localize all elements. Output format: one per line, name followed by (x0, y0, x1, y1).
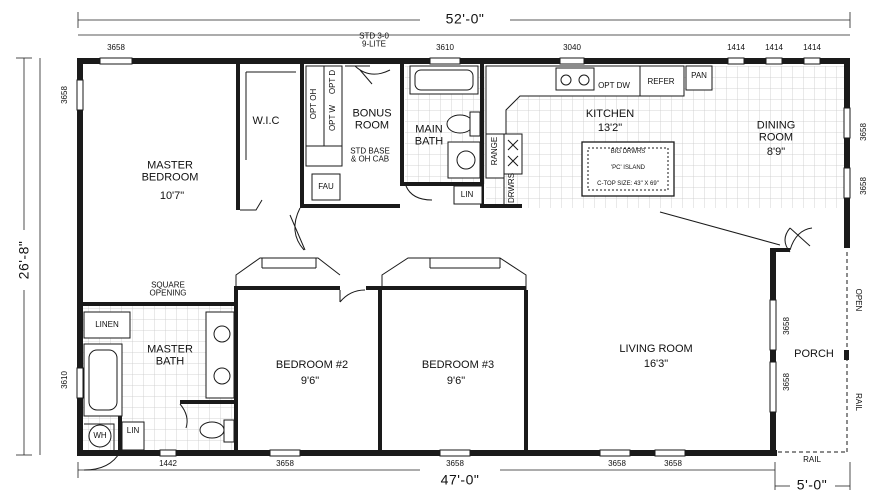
label-opt-dw: OPT DW (598, 80, 630, 90)
room-living: LIVING ROOM (619, 343, 693, 356)
label-square-opening: SQUARE OPENING (149, 280, 187, 298)
label-fau: FAU (318, 181, 334, 191)
room-bedroom-3: BEDROOM #3 (421, 359, 495, 372)
label-rail-side: RAIL (854, 393, 864, 411)
window-label-left-3610: 3610 (59, 371, 69, 389)
overall-depth-dimension: 26'-8" (15, 240, 32, 280)
porch-width-dimension: 5'-0" (796, 476, 828, 493)
label-island-name: 'PC' ISLAND (611, 164, 645, 171)
room-master-bedroom-size: 10'7" (159, 190, 185, 203)
porch-post (844, 350, 849, 360)
window-label-porch-3658-b: 3658 (781, 373, 791, 391)
label-open: OPEN (854, 288, 864, 312)
window-label-bottom-3658-c: 3658 (608, 458, 626, 468)
room-dining: DINING ROOM (756, 119, 796, 143)
label-opt-oh: OPT OH (308, 88, 318, 120)
label-lin-main: LIN (460, 189, 474, 199)
window-label-porch-3658-a: 3658 (781, 317, 791, 335)
label-drwrs: DRWRS (506, 172, 516, 204)
window-label-right-3658-b: 3658 (858, 177, 868, 195)
room-master-bedroom: MASTER BEDROOM (141, 159, 199, 183)
room-master-bath: MASTER BATH (147, 343, 193, 367)
interior-walls (78, 62, 528, 452)
window-label-right-3658-a: 3658 (858, 123, 868, 141)
label-std-base: STD BASE & OH CAB (350, 146, 390, 164)
window-label-bottom-1442: 1442 (159, 458, 177, 468)
window-marks (76, 57, 851, 457)
room-kitchen-size: 13'2" (597, 122, 623, 135)
room-bedroom-3-size: 9'6" (446, 375, 466, 388)
room-main-bath: MAIN BATH (414, 123, 444, 147)
label-rail-bottom: RAIL (803, 454, 821, 464)
label-opt-w: OPT W (327, 104, 337, 132)
dining-door (784, 227, 811, 253)
home-width-dimension: 47'-0" (440, 471, 480, 488)
window-label-bottom-3658-d: 3658 (664, 458, 682, 468)
window-label-top-3658: 3658 (107, 42, 125, 52)
room-wic: W.I.C (252, 115, 280, 128)
label-opt-d: OPT D (327, 69, 337, 95)
room-living-size: 16'3" (643, 358, 669, 371)
exterior-walls (77, 58, 850, 456)
window-label-bottom-3658-a: 3658 (276, 458, 294, 468)
overall-width-dimension: 52'-0" (445, 10, 485, 27)
bonus-room-fixtures (305, 65, 391, 201)
closet-outlines (235, 71, 527, 303)
room-porch: PORCH (794, 348, 834, 361)
window-label-top-3610: 3610 (436, 42, 454, 52)
window-label-left-3658: 3658 (59, 86, 69, 104)
window-label-bottom-3658-b: 3658 (446, 458, 464, 468)
label-refer: REFER (647, 76, 675, 86)
label-island-top: BIG DRWRS (610, 148, 646, 155)
label-island-size: C-TOP SIZE: 43" X 69" (597, 180, 659, 187)
room-bedroom-2-size: 9'6" (300, 375, 320, 388)
main-bath-fixtures (405, 65, 483, 205)
label-std-door: STD 3-0 9-LITE (359, 31, 389, 49)
room-dining-size: 8'9" (766, 146, 786, 159)
window-label-top-1414-c: 1414 (803, 42, 821, 52)
label-range: RANGE (489, 136, 499, 166)
label-wh: WH (93, 430, 107, 440)
label-pan: PAN (691, 70, 707, 80)
room-bedroom-2: BEDROOM #2 (275, 359, 349, 372)
room-bonus: BONUS ROOM (352, 107, 392, 131)
master-bath-fixtures (83, 311, 235, 471)
window-label-top-1414-b: 1414 (765, 42, 783, 52)
room-kitchen: KITCHEN (585, 108, 635, 121)
window-label-top-1414-a: 1414 (727, 42, 745, 52)
window-label-top-3040: 3040 (563, 42, 581, 52)
label-lin-master: LIN (126, 425, 140, 435)
dimension-lines (16, 12, 851, 490)
kitchen-fixtures (485, 65, 813, 251)
label-linen: LINEN (95, 319, 119, 329)
